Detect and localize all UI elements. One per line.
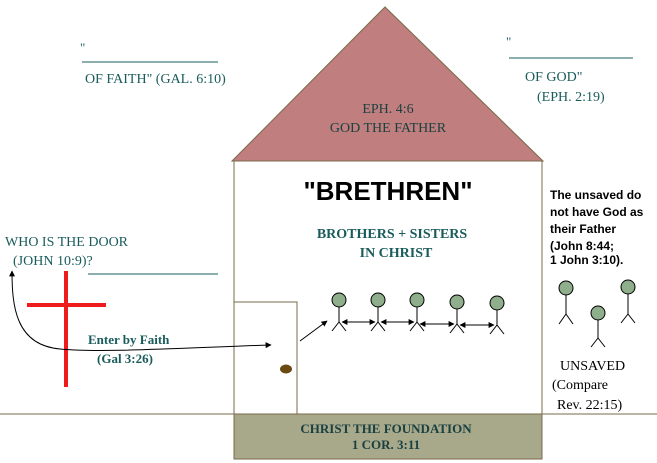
sister-figure: [409, 292, 425, 332]
fellowship-arrows: [341, 319, 495, 328]
sister-figure: [489, 295, 505, 335]
roof-label: GOD THE FATHER: [330, 121, 447, 136]
house-subtitle-2: IN CHRIST: [360, 246, 433, 261]
foundation-ref: 1 COR. 3:11: [352, 437, 420, 452]
unsaved-figure: [590, 305, 606, 348]
door: [233, 301, 298, 415]
unsaved-note-5: 1 John 3:10).: [550, 253, 623, 267]
brother-figure: [331, 292, 347, 332]
foundation-label: CHRIST THE FOUNDATION: [300, 421, 472, 436]
god-quote-mark: ": [506, 34, 511, 49]
enter-label: Enter by Faith: [88, 332, 170, 347]
door-to-brethren-arrow: [299, 320, 328, 342]
unsaved-figure: [558, 280, 574, 325]
brother-figure: [370, 292, 386, 332]
roof: [230, 6, 545, 162]
faith-quote-mark: ": [80, 40, 85, 55]
unsaved-ref: Rev. 22:15): [557, 398, 623, 413]
unsaved-note-1: The unsaved do: [550, 188, 641, 202]
door-knob: [280, 364, 292, 374]
faith-text: OF FAITH" (GAL. 6:10): [85, 72, 226, 87]
enter-ref: (Gal 3:26): [97, 351, 153, 366]
unsaved-figure: [620, 279, 636, 324]
faith-path-arrow: [9, 270, 272, 351]
unsaved-note-3: their Father: [550, 222, 616, 236]
door-question: WHO IS THE DOOR: [5, 235, 129, 250]
unsaved-note-4: (John 8:44;: [550, 239, 614, 253]
brethren-figures: [331, 292, 505, 335]
unsaved-compare: (Compare: [552, 378, 608, 393]
brother-figure: [449, 294, 465, 334]
god-ref: (EPH. 2:19): [537, 90, 605, 105]
roof-ref: EPH. 4:6: [362, 102, 413, 117]
cross-icon: [27, 271, 106, 387]
door-question-ref: (JOHN 10:9)?: [13, 254, 93, 269]
unsaved-figures: [558, 279, 636, 348]
unsaved-note-2: not have God as: [550, 205, 644, 219]
house-title: "BRETHREN": [303, 176, 472, 206]
foundation: [233, 413, 543, 460]
house-subtitle-1: BROTHERS + SISTERS: [317, 227, 468, 242]
god-text: OF GOD": [525, 70, 582, 85]
unsaved-label: UNSAVED: [560, 359, 625, 374]
